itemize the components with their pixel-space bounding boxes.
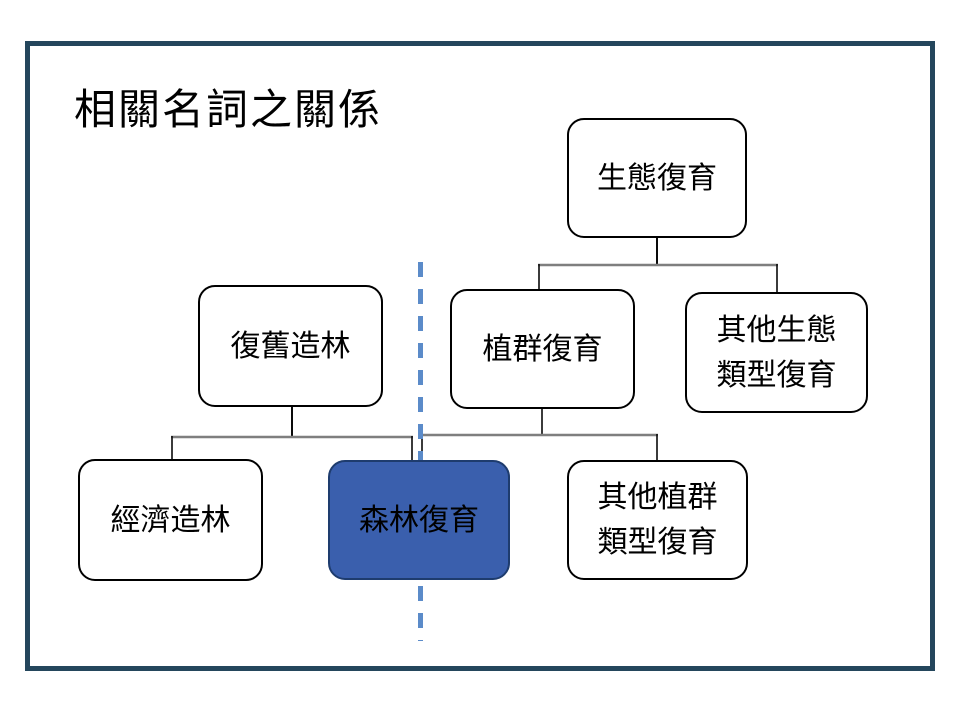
node-qita-shengtai-fuyu: 其他生態 類型復育 (685, 292, 868, 413)
node-jingji-zaolin: 經濟造林 (78, 459, 263, 581)
node-senlin-fuyu-highlighted: 森林復育 (328, 460, 510, 580)
node-qita-zhiqun-fuyu: 其他植群 類型復育 (567, 460, 748, 580)
node-shengtai-fuyu: 生態復育 (567, 118, 747, 238)
node-fujiu-zaolin: 復舊造林 (198, 285, 383, 407)
slide-title: 相關名詞之關係 (74, 88, 383, 134)
slide-border-frame (25, 41, 935, 671)
node-zhiqun-fuyu: 植群復育 (450, 289, 635, 409)
